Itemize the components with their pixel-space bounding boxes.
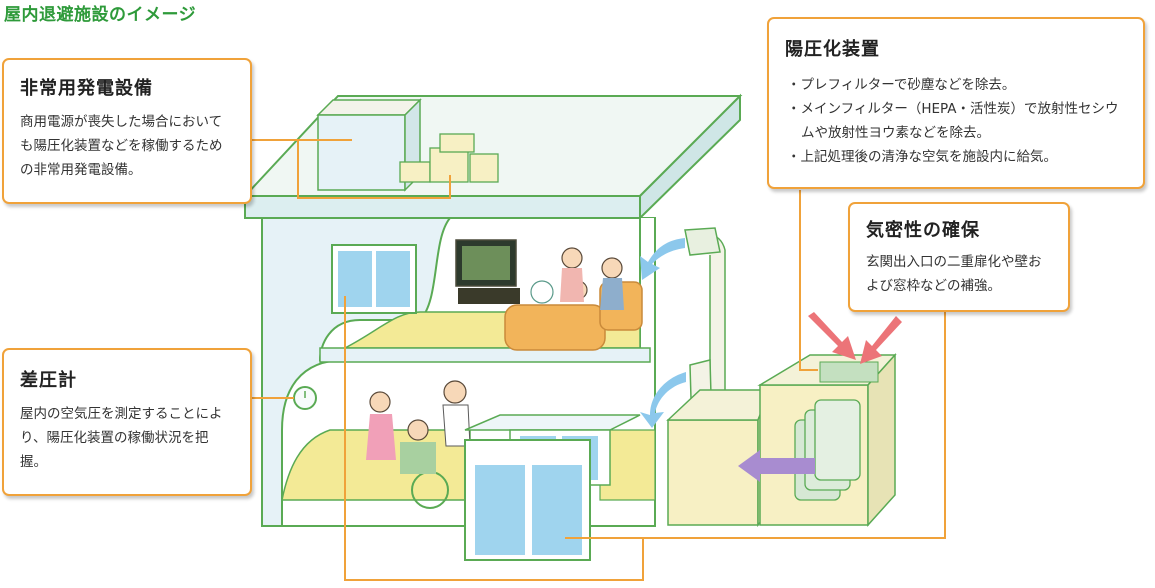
pressure-gauge-heading: 差圧計 xyxy=(20,366,234,392)
floor-slab xyxy=(320,348,650,362)
intake-air-arrow-icon xyxy=(808,312,856,360)
pressure-gauge-callout: 差圧計 屋内の空気圧を測定することにより、陽圧化装置の稼働状況を把握。 xyxy=(2,348,252,496)
pressurization-bullet: ・プレフィルターで砂塵などを除去。 xyxy=(785,73,1129,97)
filter-stack-icon xyxy=(795,400,860,500)
generator-description: 商用電源が喪失した場合においても陽圧化装置などを稼働するための非常用発電設備。 xyxy=(20,110,234,182)
staff-person-icon xyxy=(443,381,470,446)
airtightness-heading: 気密性の確保 xyxy=(866,216,1052,242)
pressurization-bullet: ・メインフィルター（HEPA・活性炭）で放射性セシウムや放射性ヨウ素などを除去。 xyxy=(785,97,1129,145)
roof-edge xyxy=(245,196,640,218)
airtightness-callout: 気密性の確保 玄関出入口の二重扉化や壁および窓枠などの補強。 xyxy=(848,202,1070,312)
pressure-leader-line xyxy=(800,190,818,370)
generator-callout: 非常用発電設備 商用電源が喪失した場合においても陽圧化装置などを稼働するための非… xyxy=(2,58,252,204)
television-icon xyxy=(456,240,520,304)
airtightness-description: 玄関出入口の二重扉化や壁および窓枠などの補強。 xyxy=(866,250,1052,298)
pressurization-heading: 陽圧化装置 xyxy=(785,35,1129,61)
pressurization-callout: 陽圧化装置 ・プレフィルターで砂塵などを除去。 ・メインフィルター（HEPA・活… xyxy=(767,17,1145,189)
pressure-gauge-icon xyxy=(294,387,316,409)
pressure-gauge-description: 屋内の空気圧を測定することにより、陽圧化装置の稼働状況を把握。 xyxy=(20,402,234,474)
generator-heading: 非常用発電設備 xyxy=(20,74,234,100)
pressurization-bullet: ・上記処理後の清浄な空気を施設内に給気。 xyxy=(785,145,1129,169)
